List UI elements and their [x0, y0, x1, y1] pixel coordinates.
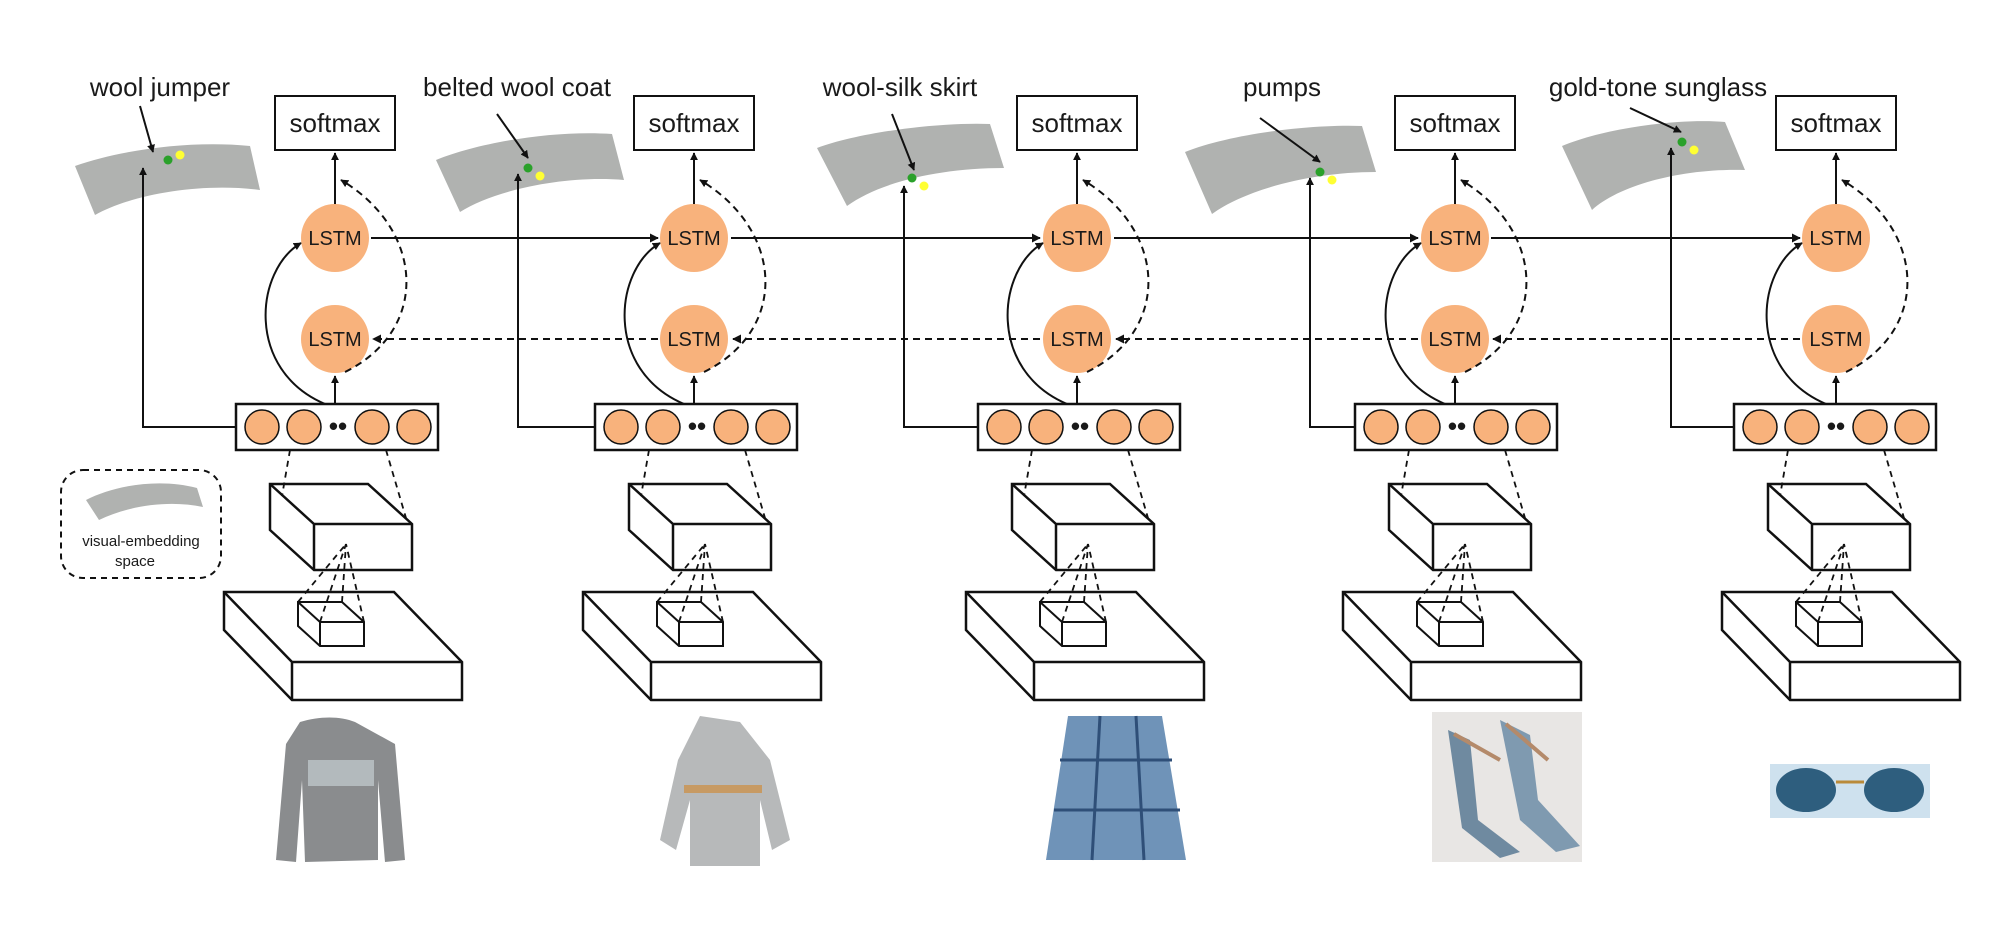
target-embedding-dot [1677, 137, 1687, 147]
target-embedding-dot [1315, 167, 1325, 177]
lstm-label: LSTM [308, 329, 361, 351]
item-label: belted wool coat [423, 72, 612, 102]
cnn-upper-layer [627, 482, 773, 572]
embedding-manifold-icon [1562, 121, 1745, 210]
lstm-forward-cell [1043, 204, 1111, 272]
feature-unit [1363, 409, 1399, 445]
lstm-label: LSTM [1809, 329, 1862, 351]
lstm-forward-cell [1802, 204, 1870, 272]
embedding-manifold-icon [75, 144, 260, 215]
softmax-box [1016, 95, 1138, 151]
lstm-forward-cell [301, 204, 369, 272]
feature-unit [1096, 409, 1132, 445]
feature-unit [286, 409, 322, 445]
item-label: wool-silk skirt [822, 72, 978, 102]
feature-ellipsis: •• [1071, 411, 1089, 441]
lstm-label: LSTM [1050, 329, 1103, 351]
lstm-label: LSTM [308, 228, 361, 250]
lstm-label: LSTM [1428, 329, 1481, 351]
target-embedding-dot [907, 173, 917, 183]
feature-unit [755, 409, 791, 445]
feature-unit [986, 409, 1022, 445]
lstm-label: LSTM [667, 329, 720, 351]
feature-unit [1138, 409, 1174, 445]
lstm-backward-cell [1043, 305, 1111, 373]
feature-unit [1473, 409, 1509, 445]
softmax-box [1775, 95, 1897, 151]
legend-visual-embedding-space: visual-embedding space [60, 469, 222, 579]
target-embedding-dot [523, 163, 533, 173]
softmax-box [1394, 95, 1516, 151]
softmax-label: softmax [1790, 108, 1881, 138]
feature-unit [354, 409, 390, 445]
cnn-upper-layer [1010, 482, 1156, 572]
softmax-box [274, 95, 396, 151]
predicted-embedding-dot [175, 150, 185, 160]
legend-line-2: space [115, 553, 155, 570]
lstm-label: LSTM [1428, 228, 1481, 250]
lstm-backward-cell [1802, 305, 1870, 373]
embedding-manifold-icon [1185, 125, 1376, 214]
item-label: wool jumper [89, 72, 231, 102]
cnn-upper-layer [1387, 482, 1533, 572]
feature-unit [645, 409, 681, 445]
lstm-label: LSTM [667, 228, 720, 250]
item-label: gold-tone sunglass [1549, 72, 1767, 102]
softmax-box [633, 95, 755, 151]
feature-ellipsis: •• [329, 411, 347, 441]
skirt-image [1046, 716, 1186, 860]
feature-ellipsis: •• [688, 411, 706, 441]
embedding-manifold-icon [436, 133, 624, 212]
feature-unit [1894, 409, 1930, 445]
feature-unit [1405, 409, 1441, 445]
lstm-backward-cell [1421, 305, 1489, 373]
feature-unit [1515, 409, 1551, 445]
legend-line-1: visual-embedding [82, 533, 200, 550]
feature-unit [244, 409, 280, 445]
lstm-label: LSTM [1050, 228, 1103, 250]
feature-unit [713, 409, 749, 445]
lstm-backward-cell [660, 305, 728, 373]
predicted-embedding-dot [1327, 175, 1337, 185]
feature-unit [603, 409, 639, 445]
softmax-label: softmax [289, 108, 380, 138]
item-label: pumps [1243, 72, 1321, 102]
softmax-label: softmax [1409, 108, 1500, 138]
predicted-embedding-dot [535, 171, 545, 181]
cnn-upper-layer [1766, 482, 1912, 572]
sweater-image [276, 717, 405, 862]
item-images [276, 712, 1930, 866]
softmax-label: softmax [648, 108, 739, 138]
feature-unit [1028, 409, 1064, 445]
lstm-forward-cell [1421, 204, 1489, 272]
feature-ellipsis: •• [1827, 411, 1845, 441]
embedding-manifold-icon [817, 123, 1004, 206]
cnn-upper-layer [268, 482, 414, 572]
target-embedding-dot [163, 155, 173, 165]
softmax-label: softmax [1031, 108, 1122, 138]
legend-manifold-icon [86, 483, 203, 520]
feature-unit [1852, 409, 1888, 445]
predicted-embedding-dot [919, 181, 929, 191]
lstm-backward-cell [301, 305, 369, 373]
lstm-forward-cell [660, 204, 728, 272]
predicted-embedding-dot [1689, 145, 1699, 155]
feature-unit [1784, 409, 1820, 445]
lstm-label: LSTM [1809, 228, 1862, 250]
feature-unit [396, 409, 432, 445]
feature-ellipsis: •• [1448, 411, 1466, 441]
feature-unit [1742, 409, 1778, 445]
